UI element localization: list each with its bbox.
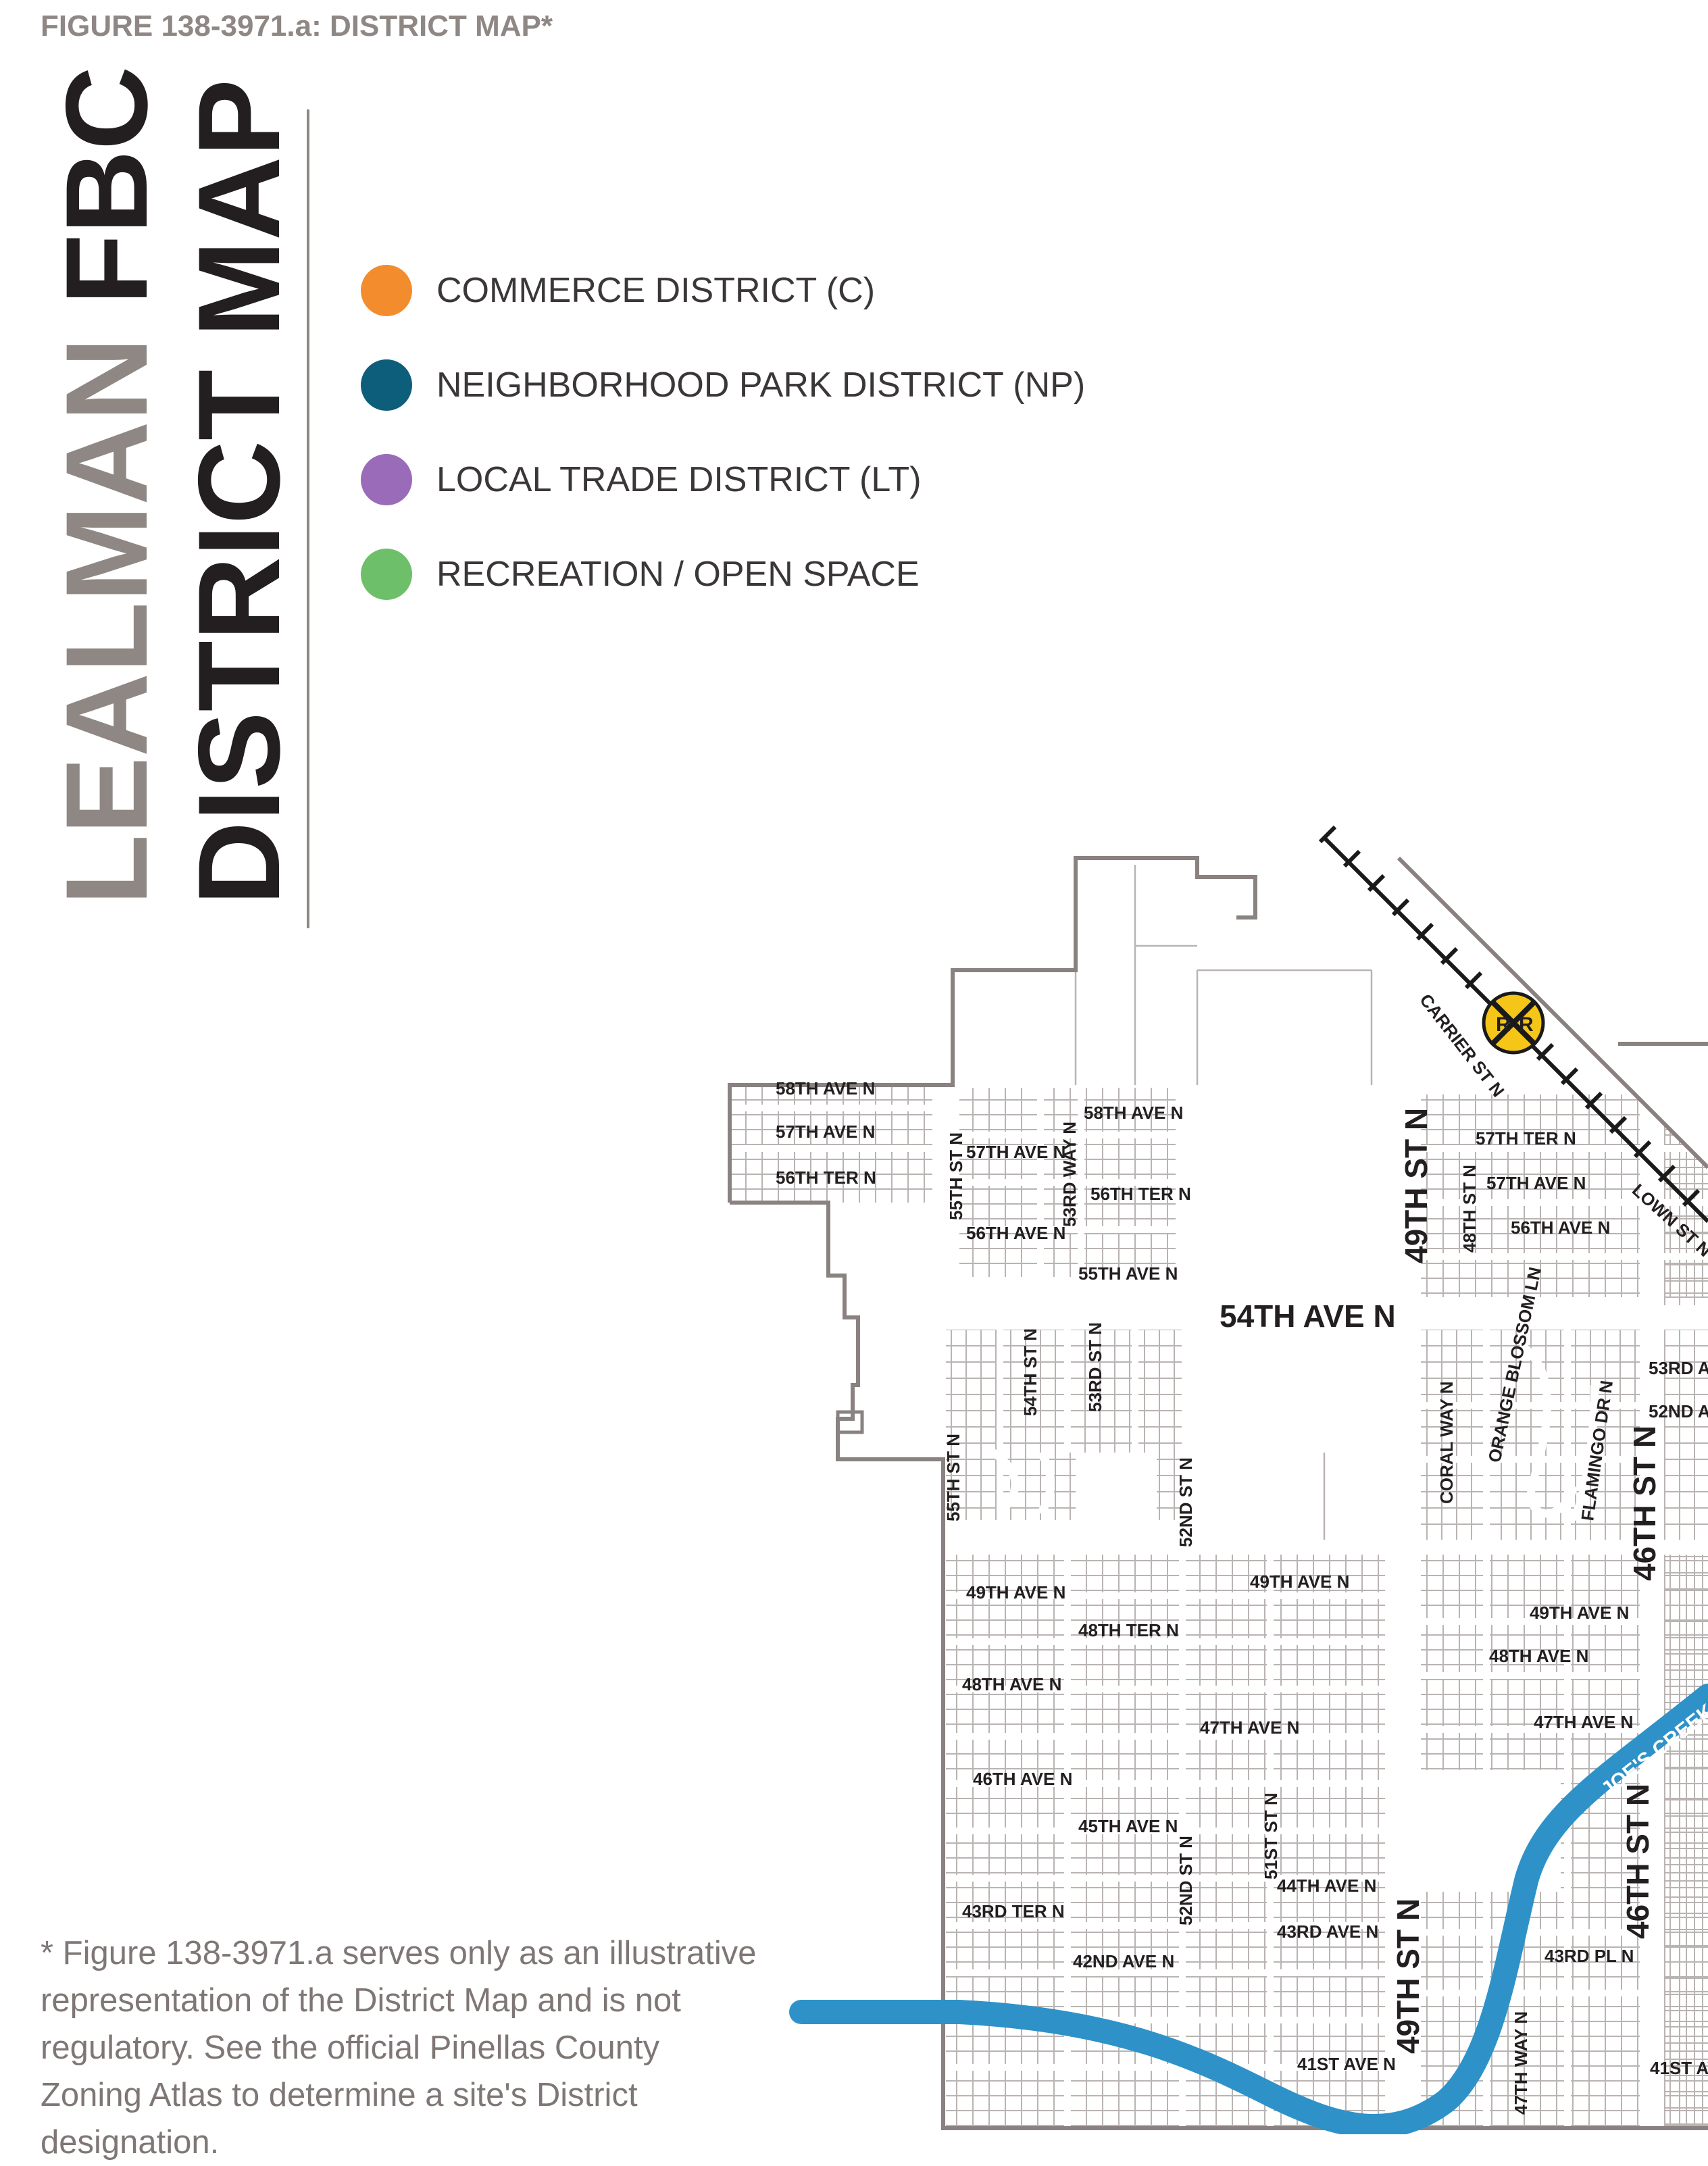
street-label: 45TH AVE N xyxy=(1078,1816,1178,1836)
street-label: 48TH AVE N xyxy=(962,1674,1061,1694)
district-map: R R JOE'S CREEK 54TH AVE N 49TH ST N 49T… xyxy=(728,825,1708,2134)
street-label: 49TH AVE N xyxy=(1530,1603,1629,1623)
street-label: 56TH TER N xyxy=(1090,1184,1191,1204)
street-label: 48TH ST N xyxy=(1459,1165,1480,1253)
street-label: 41ST AVE N xyxy=(1297,2054,1396,2074)
title-fbc: FBC xyxy=(42,66,172,305)
street-label: 57TH AVE N xyxy=(776,1122,875,1142)
street-label: 52ND AV xyxy=(1649,1401,1708,1421)
joes-creek xyxy=(789,1684,1708,2134)
street-label: 43RD AVE N xyxy=(1277,1921,1378,1942)
legend-item-recreation: RECREATION / OPEN SPACE xyxy=(361,527,1085,622)
street-label: 53RD AV xyxy=(1649,1358,1708,1378)
legend-item-commerce: COMMERCE DISTRICT (C) xyxy=(361,243,1085,338)
title-divider xyxy=(307,109,309,928)
street-label: 48TH TER N xyxy=(1078,1620,1179,1640)
label-54th-ave: 54TH AVE N xyxy=(1220,1299,1396,1334)
street-label: 46TH AVE N xyxy=(973,1769,1072,1789)
title-line-2: DISTRICT MAP xyxy=(174,78,304,905)
street-label: 47TH AVE N xyxy=(1534,1712,1633,1732)
street-label: 53RD WAY N xyxy=(1059,1122,1080,1227)
railroad-crossing-icon: R R xyxy=(1482,991,1545,1055)
legend-label-recreation: RECREATION / OPEN SPACE xyxy=(436,555,920,594)
legend: COMMERCE DISTRICT (C) NEIGHBORHOOD PARK … xyxy=(361,243,1085,622)
street-label: 55TH ST N xyxy=(946,1132,966,1220)
street-label: 57TH AVE N xyxy=(966,1142,1065,1162)
major-street-labels: 54TH AVE N 49TH ST N 49TH ST N 46TH ST N… xyxy=(1220,1108,1662,2054)
street-label: CORAL WAY N xyxy=(1436,1381,1457,1504)
boundary-notch xyxy=(836,1410,864,1434)
legend-label-local-trade: LOCAL TRADE DISTRICT (LT) xyxy=(436,460,922,499)
label-49th-st-south: 49TH ST N xyxy=(1390,1898,1426,2054)
title-line-1: LEALMAN FBC xyxy=(41,66,173,905)
label-46th-st-south: 46TH ST N xyxy=(1620,1784,1655,1939)
footnote: * Figure 138-3971.a serves only as an il… xyxy=(41,1935,757,2161)
street-label: 49TH AVE N xyxy=(966,1582,1065,1603)
legend-label-commerce: COMMERCE DISTRICT (C) xyxy=(436,271,876,310)
street-label: 43RD TER N xyxy=(962,1901,1065,1921)
street-label: 52ND ST N xyxy=(1176,1836,1196,1925)
page-title: LEALMAN FBC DISTRICT MAP xyxy=(41,66,305,905)
street-label: 53RD ST N xyxy=(1085,1322,1105,1412)
street-label: 43RD PL N xyxy=(1544,1946,1634,1966)
legend-swatch-neighborhood-park xyxy=(361,359,412,411)
street-label: 47TH AVE N xyxy=(1200,1717,1299,1738)
figure-label: FIGURE 138-3971.a: DISTRICT MAP* xyxy=(41,9,553,43)
street-label: 44TH AVE N xyxy=(1277,1875,1376,1896)
street-label: 56TH TER N xyxy=(776,1167,876,1188)
legend-swatch-local-trade xyxy=(361,454,412,505)
street-label: 55TH AVE N xyxy=(1078,1263,1178,1284)
street-network xyxy=(730,858,1708,2128)
street-label: 42ND AVE N xyxy=(1073,1951,1174,1971)
street-label: 41ST AVE xyxy=(1650,2058,1708,2078)
street-label: 56TH AVE N xyxy=(1511,1217,1610,1238)
rr-symbol-left: R xyxy=(1496,1013,1511,1036)
legend-label-neighborhood-park: NEIGHBORHOOD PARK DISTRICT (NP) xyxy=(436,366,1086,405)
lot-grid xyxy=(730,865,1708,2128)
street-label: 58TH AVE N xyxy=(1084,1103,1183,1123)
rr-symbol-right: R xyxy=(1519,1013,1534,1036)
street-label: 58TH AVE N xyxy=(776,1078,875,1099)
street-label: 48TH AVE N xyxy=(1489,1646,1588,1666)
street-label: 47TH WAY N xyxy=(1511,2011,1531,2115)
street-label: 49TH AVE N xyxy=(1250,1571,1349,1592)
district-boundary xyxy=(728,856,1708,2130)
street-label: 55TH ST N xyxy=(943,1434,963,1521)
legend-item-local-trade: LOCAL TRADE DISTRICT (LT) xyxy=(361,432,1085,527)
street-label: 56TH AVE N xyxy=(966,1223,1065,1243)
street-label: 57TH AVE N xyxy=(1486,1173,1586,1193)
street-label: 52ND ST N xyxy=(1176,1457,1196,1547)
street-label: 57TH TER N xyxy=(1476,1128,1576,1149)
label-46th-st-north: 46TH ST N xyxy=(1627,1426,1662,1581)
legend-item-neighborhood-park: NEIGHBORHOOD PARK DISTRICT (NP) xyxy=(361,338,1085,432)
label-49th-st-north: 49TH ST N xyxy=(1399,1108,1434,1263)
street-label: 51ST ST N xyxy=(1261,1792,1281,1880)
street-label: 54TH ST N xyxy=(1020,1328,1040,1416)
legend-swatch-recreation xyxy=(361,549,412,600)
legend-swatch-commerce xyxy=(361,265,412,316)
